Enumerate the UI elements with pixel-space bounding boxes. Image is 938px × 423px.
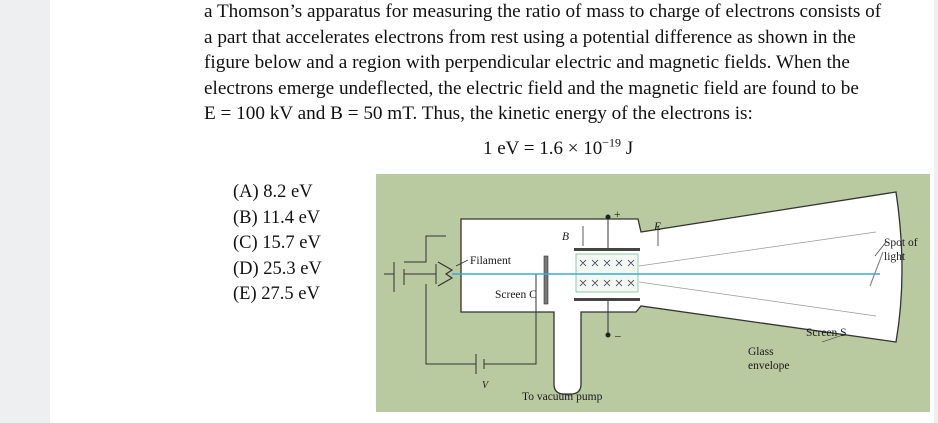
filament-pointer bbox=[455, 259, 469, 267]
voltage-label: V bbox=[482, 380, 489, 391]
glass-envelope bbox=[460, 191, 903, 395]
option-d[interactable]: (D) 25.3 eV bbox=[233, 258, 322, 279]
question-line-5: E = 100 kV and B = 50 mT. Thus, the kine… bbox=[204, 103, 753, 124]
question-line-1: a Thomson’s apparatus for measuring the … bbox=[204, 1, 882, 22]
spot-of-light bbox=[869, 251, 884, 287]
screen-s-pointer bbox=[821, 333, 847, 343]
screen-c-label: Screen C bbox=[495, 289, 537, 301]
apparatus-diagram bbox=[376, 174, 930, 412]
conversion-formula: 1 eV = 1.6 × 10−19 J bbox=[483, 135, 634, 160]
thomson-apparatus-figure: Filament Screen C B E + – V To vacuum pu… bbox=[376, 174, 930, 412]
circuit-wires bbox=[384, 235, 537, 374]
minus-label: – bbox=[615, 330, 621, 342]
question-line-4: electrons emerge undeflected, the electr… bbox=[204, 77, 859, 99]
plus-label: + bbox=[614, 209, 621, 221]
option-c[interactable]: (C) 15.7 eV bbox=[233, 233, 321, 253]
upper-deflection-plate bbox=[574, 248, 640, 251]
vacuum-pump-label: To vacuum pump bbox=[522, 391, 603, 403]
negative-terminal bbox=[605, 332, 611, 338]
magnetic-field-region bbox=[575, 253, 639, 293]
question-line-2: a part that accelerates electrons from r… bbox=[204, 26, 856, 48]
answer-options: (A) 8.2 eV (B) 11.4 eV (C) 15.7 eV (D) 2… bbox=[233, 180, 322, 308]
formula-exponent: −19 bbox=[602, 135, 622, 150]
option-b[interactable]: (B) 11.4 eV bbox=[233, 207, 321, 228]
positive-terminal bbox=[605, 214, 611, 220]
option-e[interactable]: (E) 27.5 eV bbox=[233, 284, 320, 304]
screen-c-plate bbox=[543, 255, 549, 305]
filament bbox=[437, 261, 454, 287]
spot-of-light-label-line-1: Spot of bbox=[884, 237, 918, 249]
option-a[interactable]: (A) 8.2 eV bbox=[233, 182, 313, 202]
glass-envelope-label-line-2: envelope bbox=[748, 360, 790, 372]
magnetic-field-crosses bbox=[579, 259, 635, 287]
spot-of-light-label-line-2: light bbox=[884, 251, 906, 263]
e-vector-label: E bbox=[654, 221, 662, 233]
spot-of-light-pointer bbox=[874, 241, 887, 257]
screen-s-label: Screen S bbox=[806, 327, 847, 339]
b-vector-label: B bbox=[562, 231, 570, 243]
glass-envelope-label-line-1: Glass bbox=[748, 346, 774, 358]
formula-unit: J bbox=[621, 138, 634, 159]
right-margin-strip bbox=[934, 0, 938, 423]
filament-label: Filament bbox=[470, 255, 511, 267]
deflected-path-lower bbox=[638, 281, 877, 317]
question-line-3: figure below and a region with perpendic… bbox=[204, 52, 850, 73]
formula-base: 1 eV = 1.6 × 10 bbox=[483, 138, 603, 159]
question-text: a Thomson’s apparatus for measuring the … bbox=[204, 0, 936, 127]
lower-deflection-plate bbox=[574, 298, 640, 301]
left-margin-strip bbox=[0, 0, 50, 423]
deflected-path-upper bbox=[638, 231, 877, 267]
